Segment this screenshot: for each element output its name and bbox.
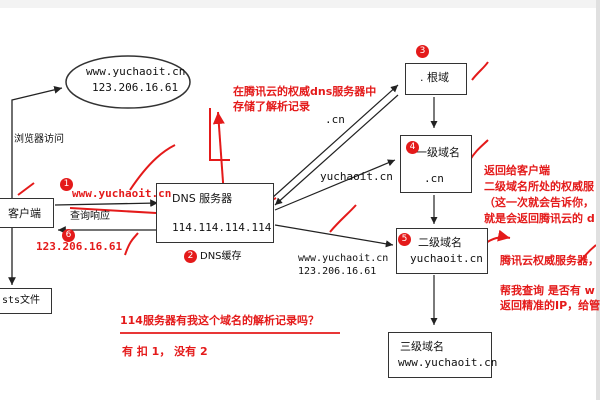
note-tencent-2: 存储了解析记录 bbox=[233, 100, 310, 113]
level1-tld: .cn bbox=[424, 172, 444, 185]
level3-label: 三级域名 bbox=[400, 340, 444, 353]
root-dns-arrow bbox=[274, 94, 399, 206]
ellipse-ip: 123.206.16.61 bbox=[92, 81, 179, 94]
note-return-4: 就是会返回腾讯云的 d bbox=[484, 212, 595, 225]
right-edge bbox=[596, 0, 600, 400]
red-check-5 bbox=[469, 139, 489, 161]
dns-cache-label: DNS缓存 bbox=[200, 251, 242, 262]
client-label: 客户端 bbox=[8, 207, 41, 220]
level2-domain: yuchaoit.cn bbox=[410, 252, 483, 265]
query-response-label: 查询响应 bbox=[70, 211, 110, 222]
level1-label: 一级域名 bbox=[416, 146, 460, 159]
dns-server-title: DNS 服务器 bbox=[172, 192, 233, 205]
hosts-label: sts文件 bbox=[2, 295, 41, 306]
red-check-6 bbox=[329, 204, 357, 233]
note-help-1: 帮我查询 是否有 w bbox=[500, 284, 595, 297]
red-pointer-a bbox=[209, 108, 230, 161]
ip-ellipse bbox=[65, 55, 191, 109]
mid-domain: yuchaoit.cn bbox=[320, 170, 393, 183]
red-check-7 bbox=[17, 182, 35, 196]
mid-pair-ip: 123.206.16.61 bbox=[298, 266, 377, 277]
step-badge-1: 1 bbox=[60, 178, 73, 191]
browser-visit-label: 浏览器访问 bbox=[14, 134, 64, 145]
note-yes-no: 有 扣 1， 没有 2 bbox=[122, 345, 208, 358]
dns-root-arrow bbox=[271, 84, 399, 199]
note-tencent-1: 在腾讯云的权威dns服务器中 bbox=[233, 85, 377, 98]
dns-level2-arrow bbox=[274, 224, 394, 248]
top-strip bbox=[0, 0, 600, 8]
note-return-2: 二级域名所处的权威服 bbox=[484, 180, 594, 193]
note-return-3: （这一次就会告诉你， bbox=[484, 196, 594, 209]
step-badge-3: 3 bbox=[416, 45, 429, 58]
level2-label: 二级域名 bbox=[418, 236, 462, 249]
mid-pair-domain: www.yuchaoit.cn bbox=[298, 253, 389, 264]
note-return-1: 返回给客户端 bbox=[484, 164, 550, 177]
dns-server-box bbox=[156, 183, 274, 243]
red-check-9 bbox=[579, 244, 597, 263]
dns-level1-arrow bbox=[274, 159, 396, 211]
step-badge-4: 4 bbox=[406, 141, 419, 154]
ellipse-domain: www.yuchaoit.cn bbox=[86, 65, 186, 78]
client-domain-note: www.yuchaoit.cn bbox=[72, 187, 172, 200]
note-tencent-auth: 腾讯云权威服务器， bbox=[500, 254, 599, 267]
root-box bbox=[405, 63, 467, 95]
root-label: . 根域 bbox=[420, 71, 449, 84]
note-question: 114服务器有我这个域名的解析记录吗？ bbox=[120, 314, 319, 327]
step-badge-5: 5 bbox=[398, 233, 411, 246]
red-underline-client bbox=[69, 207, 157, 214]
client-box bbox=[0, 198, 54, 228]
client-ip-note: 123.206.16.61 bbox=[36, 240, 123, 253]
note-tencent-cn: .cn bbox=[325, 113, 345, 126]
red-check-4 bbox=[471, 61, 489, 81]
level3-box bbox=[388, 332, 492, 378]
red-check-1 bbox=[129, 144, 176, 191]
level3-domain: www.yuchaoit.cn bbox=[398, 356, 498, 369]
red-check-3 bbox=[124, 232, 139, 256]
note-help-2: 返回精准的IP，给管 bbox=[500, 299, 600, 312]
step-badge-2: 2 bbox=[184, 250, 197, 263]
hosts-box bbox=[0, 288, 52, 314]
dns-server-ip: 114.114.114.114 bbox=[172, 221, 272, 234]
browser-visit-arrow bbox=[11, 86, 63, 198]
client-dns-arrow bbox=[54, 199, 159, 208]
level2-box bbox=[396, 228, 488, 274]
step-badge-6: 6 bbox=[62, 229, 75, 242]
